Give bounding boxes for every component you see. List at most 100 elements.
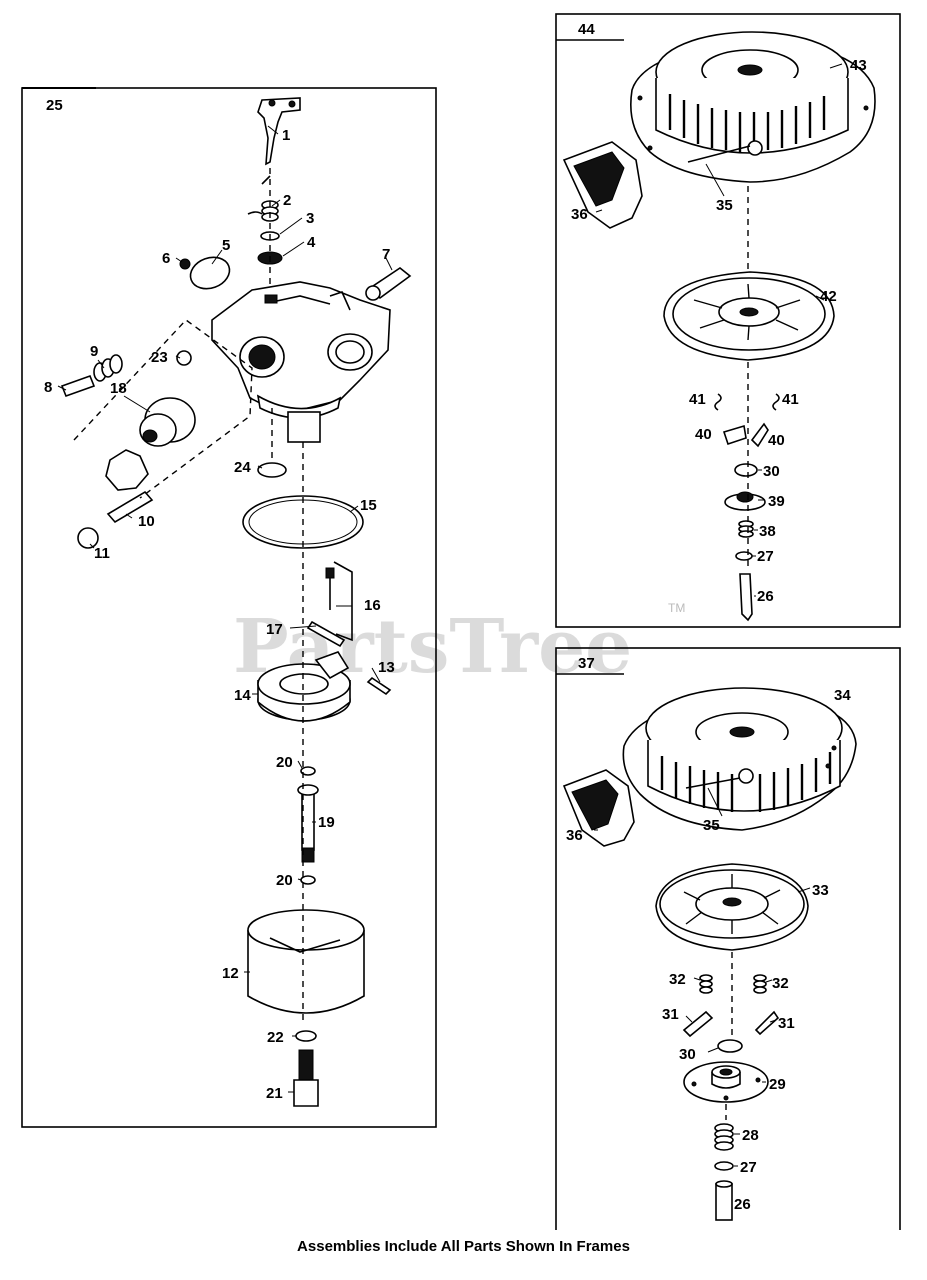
frame-37-label: 37 [578, 655, 595, 672]
gasket-part [257, 462, 287, 478]
brake-spring-part [738, 520, 754, 538]
callout-20-upper: 20 [276, 754, 293, 771]
callout-10: 10 [138, 513, 155, 530]
throttle-lever-part [257, 97, 301, 166]
dog-right-part [754, 1010, 780, 1036]
callout-27-frame44: 27 [757, 548, 774, 565]
frame-carburetor-assembly: 25 [21, 87, 437, 1128]
callout-6: 6 [162, 250, 170, 267]
callout-39: 39 [768, 493, 785, 510]
callout-18: 18 [110, 380, 127, 397]
callout-23: 23 [151, 349, 168, 366]
callout-38: 38 [759, 523, 776, 540]
callout-28: 28 [742, 1127, 759, 1144]
spring-part [247, 175, 279, 222]
callout-2: 2 [283, 192, 291, 209]
cap-part [176, 350, 192, 366]
o-ring-upper-part [300, 766, 316, 776]
callout-9: 9 [90, 343, 98, 360]
callout-4: 4 [307, 234, 316, 251]
rope-part [685, 777, 741, 789]
frame-44-label: 44 [578, 21, 595, 38]
fuel-fitting-part [365, 267, 412, 301]
washer-part [734, 463, 758, 477]
callout-7: 7 [382, 246, 390, 263]
float-bowl-part [247, 909, 365, 1014]
callout-42: 42 [820, 288, 837, 305]
spring-left-part [714, 393, 722, 411]
callout-35-frame37: 35 [703, 817, 720, 834]
callout-36-frame37: 36 [566, 827, 583, 844]
frame-recoil-starter-assembly-37: 37 [555, 647, 901, 1230]
callout-34: 34 [834, 687, 851, 704]
callout-8: 8 [44, 379, 52, 396]
callout-1: 1 [282, 127, 290, 144]
frame-37-border [555, 647, 901, 1230]
spring-left-part [699, 974, 713, 994]
pin-washer-part [735, 551, 753, 561]
spring-right-part [772, 393, 780, 411]
dog-left-part [682, 1010, 714, 1038]
callout-13: 13 [378, 659, 395, 676]
hinge-pin-part [366, 676, 392, 696]
callout-31-left: 31 [662, 1006, 679, 1023]
frame-recoil-starter-assembly-44: 44 [555, 13, 901, 628]
idle-screw-part [60, 354, 123, 398]
callout-26-frame37: 26 [734, 1196, 751, 1213]
callout-20-lower: 20 [276, 872, 293, 889]
frame-25-label: 25 [46, 97, 63, 114]
choke-plate-part [189, 256, 231, 290]
bowl-washer-part [295, 1030, 317, 1042]
callout-19: 19 [318, 814, 335, 831]
clip-part [306, 620, 346, 648]
callout-26-frame44: 26 [757, 588, 774, 605]
rope-part [687, 145, 751, 163]
callout-15: 15 [360, 497, 377, 514]
callout-31-right: 31 [778, 1015, 795, 1032]
retainer-pin-part [715, 1180, 733, 1221]
callout-24: 24 [234, 459, 251, 476]
carburetor-body-part [211, 281, 391, 443]
callout-35-frame44: 35 [716, 197, 733, 214]
starter-housing-part [630, 31, 876, 183]
callout-41-right: 41 [782, 391, 799, 408]
bowl-bolt-part [293, 1049, 319, 1107]
callout-41-left: 41 [689, 391, 706, 408]
retainer-part [724, 491, 766, 511]
callout-27-frame37: 27 [740, 1159, 757, 1176]
emulsion-tube-part [297, 784, 319, 863]
dog-right-part [750, 422, 769, 448]
callout-17: 17 [266, 621, 283, 638]
callout-29: 29 [769, 1076, 786, 1093]
callout-43: 43 [850, 57, 867, 74]
pin-washer-part [714, 1161, 734, 1171]
starter-pulley-part [663, 271, 835, 361]
float-part [257, 651, 351, 722]
washer-part [717, 1039, 743, 1053]
callout-14: 14 [234, 687, 251, 704]
diagram-caption: Assemblies Include All Parts Shown In Fr… [297, 1238, 630, 1255]
retainer-pin-part [739, 573, 753, 622]
spring-right-part [753, 974, 767, 994]
callout-3: 3 [306, 210, 314, 227]
starter-handle-part [562, 769, 635, 847]
callout-30-frame44: 30 [763, 463, 780, 480]
callout-40-left: 40 [695, 426, 712, 443]
brake-spring-part [714, 1123, 734, 1151]
callout-21: 21 [266, 1085, 283, 1102]
callout-5: 5 [222, 237, 230, 254]
dog-left-part [722, 424, 747, 446]
callout-22: 22 [267, 1029, 284, 1046]
callout-33: 33 [812, 882, 829, 899]
callout-32-left: 32 [669, 971, 686, 988]
callout-30-frame37: 30 [679, 1046, 696, 1063]
frame-25-border [21, 87, 437, 1128]
starter-handle-part [562, 141, 643, 229]
callout-32-right: 32 [772, 975, 789, 992]
callout-12: 12 [222, 965, 239, 982]
primer-part [105, 397, 196, 491]
callout-labels: 1 2 3 4 5 6 7 8 9 10 11 12 13 14 15 16 1… [44, 57, 867, 1213]
starter-pulley-part [655, 863, 809, 951]
callout-36-frame44: 36 [571, 206, 588, 223]
plug-part [77, 527, 99, 549]
